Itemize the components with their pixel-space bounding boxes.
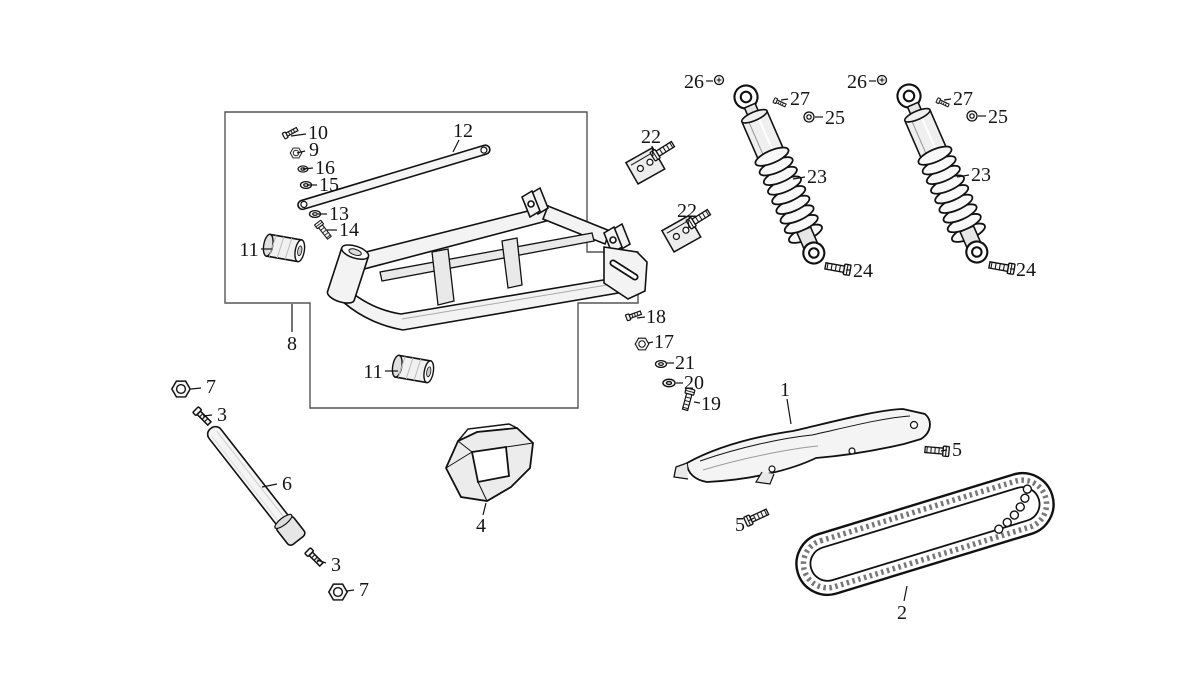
leader-line-part-23 [956, 174, 970, 178]
callout-part-16: 16 [315, 157, 335, 179]
nut-part-9 [289, 147, 303, 159]
leader-line-part-17 [647, 341, 654, 344]
assembly-boundary-box [224, 111, 639, 409]
callout-layer: 1091615121314118117363742222262725232426… [190, 71, 1036, 624]
callout-part-23: 23 [807, 166, 827, 188]
screw-part-26-right [876, 74, 888, 86]
washer-part-25-right [966, 110, 978, 122]
callout-part-25: 25 [988, 106, 1008, 128]
callout-part-27: 27 [790, 88, 810, 110]
leader-line-part-9 [296, 150, 306, 154]
pin-part-18 [624, 309, 643, 322]
callout-part-26: 26 [684, 71, 704, 93]
callout-part-13: 13 [329, 203, 349, 225]
callout-part-5: 5 [735, 514, 745, 536]
callout-part-12: 12 [453, 120, 473, 142]
nut-part-7-lower [328, 583, 348, 601]
axle-rod-part-6 [206, 425, 306, 546]
leader-line-part-22 [687, 219, 690, 229]
callout-part-2: 2 [897, 602, 907, 624]
callout-part-11: 11 [239, 239, 258, 261]
callout-part-22: 22 [641, 126, 661, 148]
screw-part-26-left [713, 74, 725, 86]
chain-slider-part-4 [445, 423, 534, 502]
callout-part-24: 24 [1016, 259, 1036, 281]
callout-part-22: 22 [677, 200, 697, 222]
callout-part-7: 7 [359, 579, 369, 601]
nut-part-17 [634, 337, 650, 351]
leader-line-part-3 [202, 414, 213, 417]
screw-part-3-upper [191, 405, 213, 427]
callout-part-9: 9 [309, 139, 319, 161]
leader-line-part-1 [786, 398, 792, 425]
washer-part-25-left [803, 111, 815, 123]
callout-part-11: 11 [363, 361, 382, 383]
callout-part-15: 15 [319, 174, 339, 196]
bolt-part-5-left [742, 506, 771, 528]
washer-part-21 [654, 359, 668, 369]
callout-part-27: 27 [953, 88, 973, 110]
callout-part-23: 23 [971, 164, 991, 186]
leader-line-part-10 [290, 133, 307, 137]
callout-part-3: 3 [217, 404, 227, 426]
callout-part-5: 5 [952, 439, 962, 461]
leader-line-part-7 [190, 387, 202, 390]
callout-part-10: 10 [308, 122, 328, 144]
bolt-part-24-right [987, 259, 1016, 276]
leader-line-part-23 [792, 176, 806, 180]
leader-line-part-12 [452, 139, 460, 153]
leader-line-part-19 [693, 401, 701, 404]
callout-part-7: 7 [206, 376, 216, 398]
leader-line-part-6 [261, 483, 278, 488]
leader-line-part-5 [940, 449, 948, 452]
leader-line-part-3 [316, 559, 327, 564]
bushing-part-11-upper [261, 232, 307, 264]
callout-part-24: 24 [853, 260, 873, 282]
callout-part-21: 21 [675, 352, 695, 374]
screw-part-3-lower [303, 546, 325, 568]
leader-line-part-16 [302, 167, 314, 170]
leader-line-part-22 [651, 145, 654, 157]
callout-part-18: 18 [646, 306, 666, 328]
torque-rod-part-12 [297, 144, 491, 211]
leader-line-part-27 [943, 98, 952, 101]
leader-line-part-2 [903, 585, 908, 602]
callout-part-14: 14 [339, 219, 359, 241]
callout-part-4: 4 [476, 515, 486, 537]
callout-part-20: 20 [684, 372, 704, 394]
bolt-part-24-left [823, 260, 852, 277]
callout-part-25: 25 [825, 107, 845, 129]
drive-chain-part-2 [795, 471, 1055, 597]
screw-part-10 [281, 125, 300, 140]
callout-part-1: 1 [780, 379, 790, 401]
washer-part-20 [662, 378, 676, 388]
callout-part-26: 26 [847, 71, 867, 93]
leader-line-part-4 [482, 502, 487, 516]
callout-part-6: 6 [282, 473, 292, 495]
nut-part-7-upper [171, 380, 191, 398]
callout-part-19: 19 [701, 393, 721, 415]
bushing-part-11-lower [390, 353, 436, 385]
leader-line-part-5 [747, 517, 755, 522]
callout-part-3: 3 [331, 554, 341, 576]
leader-line-part-18 [636, 316, 646, 319]
callout-part-17: 17 [654, 331, 674, 353]
swingarm-part-8-assembly [326, 186, 648, 331]
leader-line-part-27 [780, 98, 789, 101]
leader-line-part-7 [346, 589, 355, 592]
chain-guard-part-1 [673, 408, 931, 485]
callout-part-8: 8 [287, 333, 297, 355]
